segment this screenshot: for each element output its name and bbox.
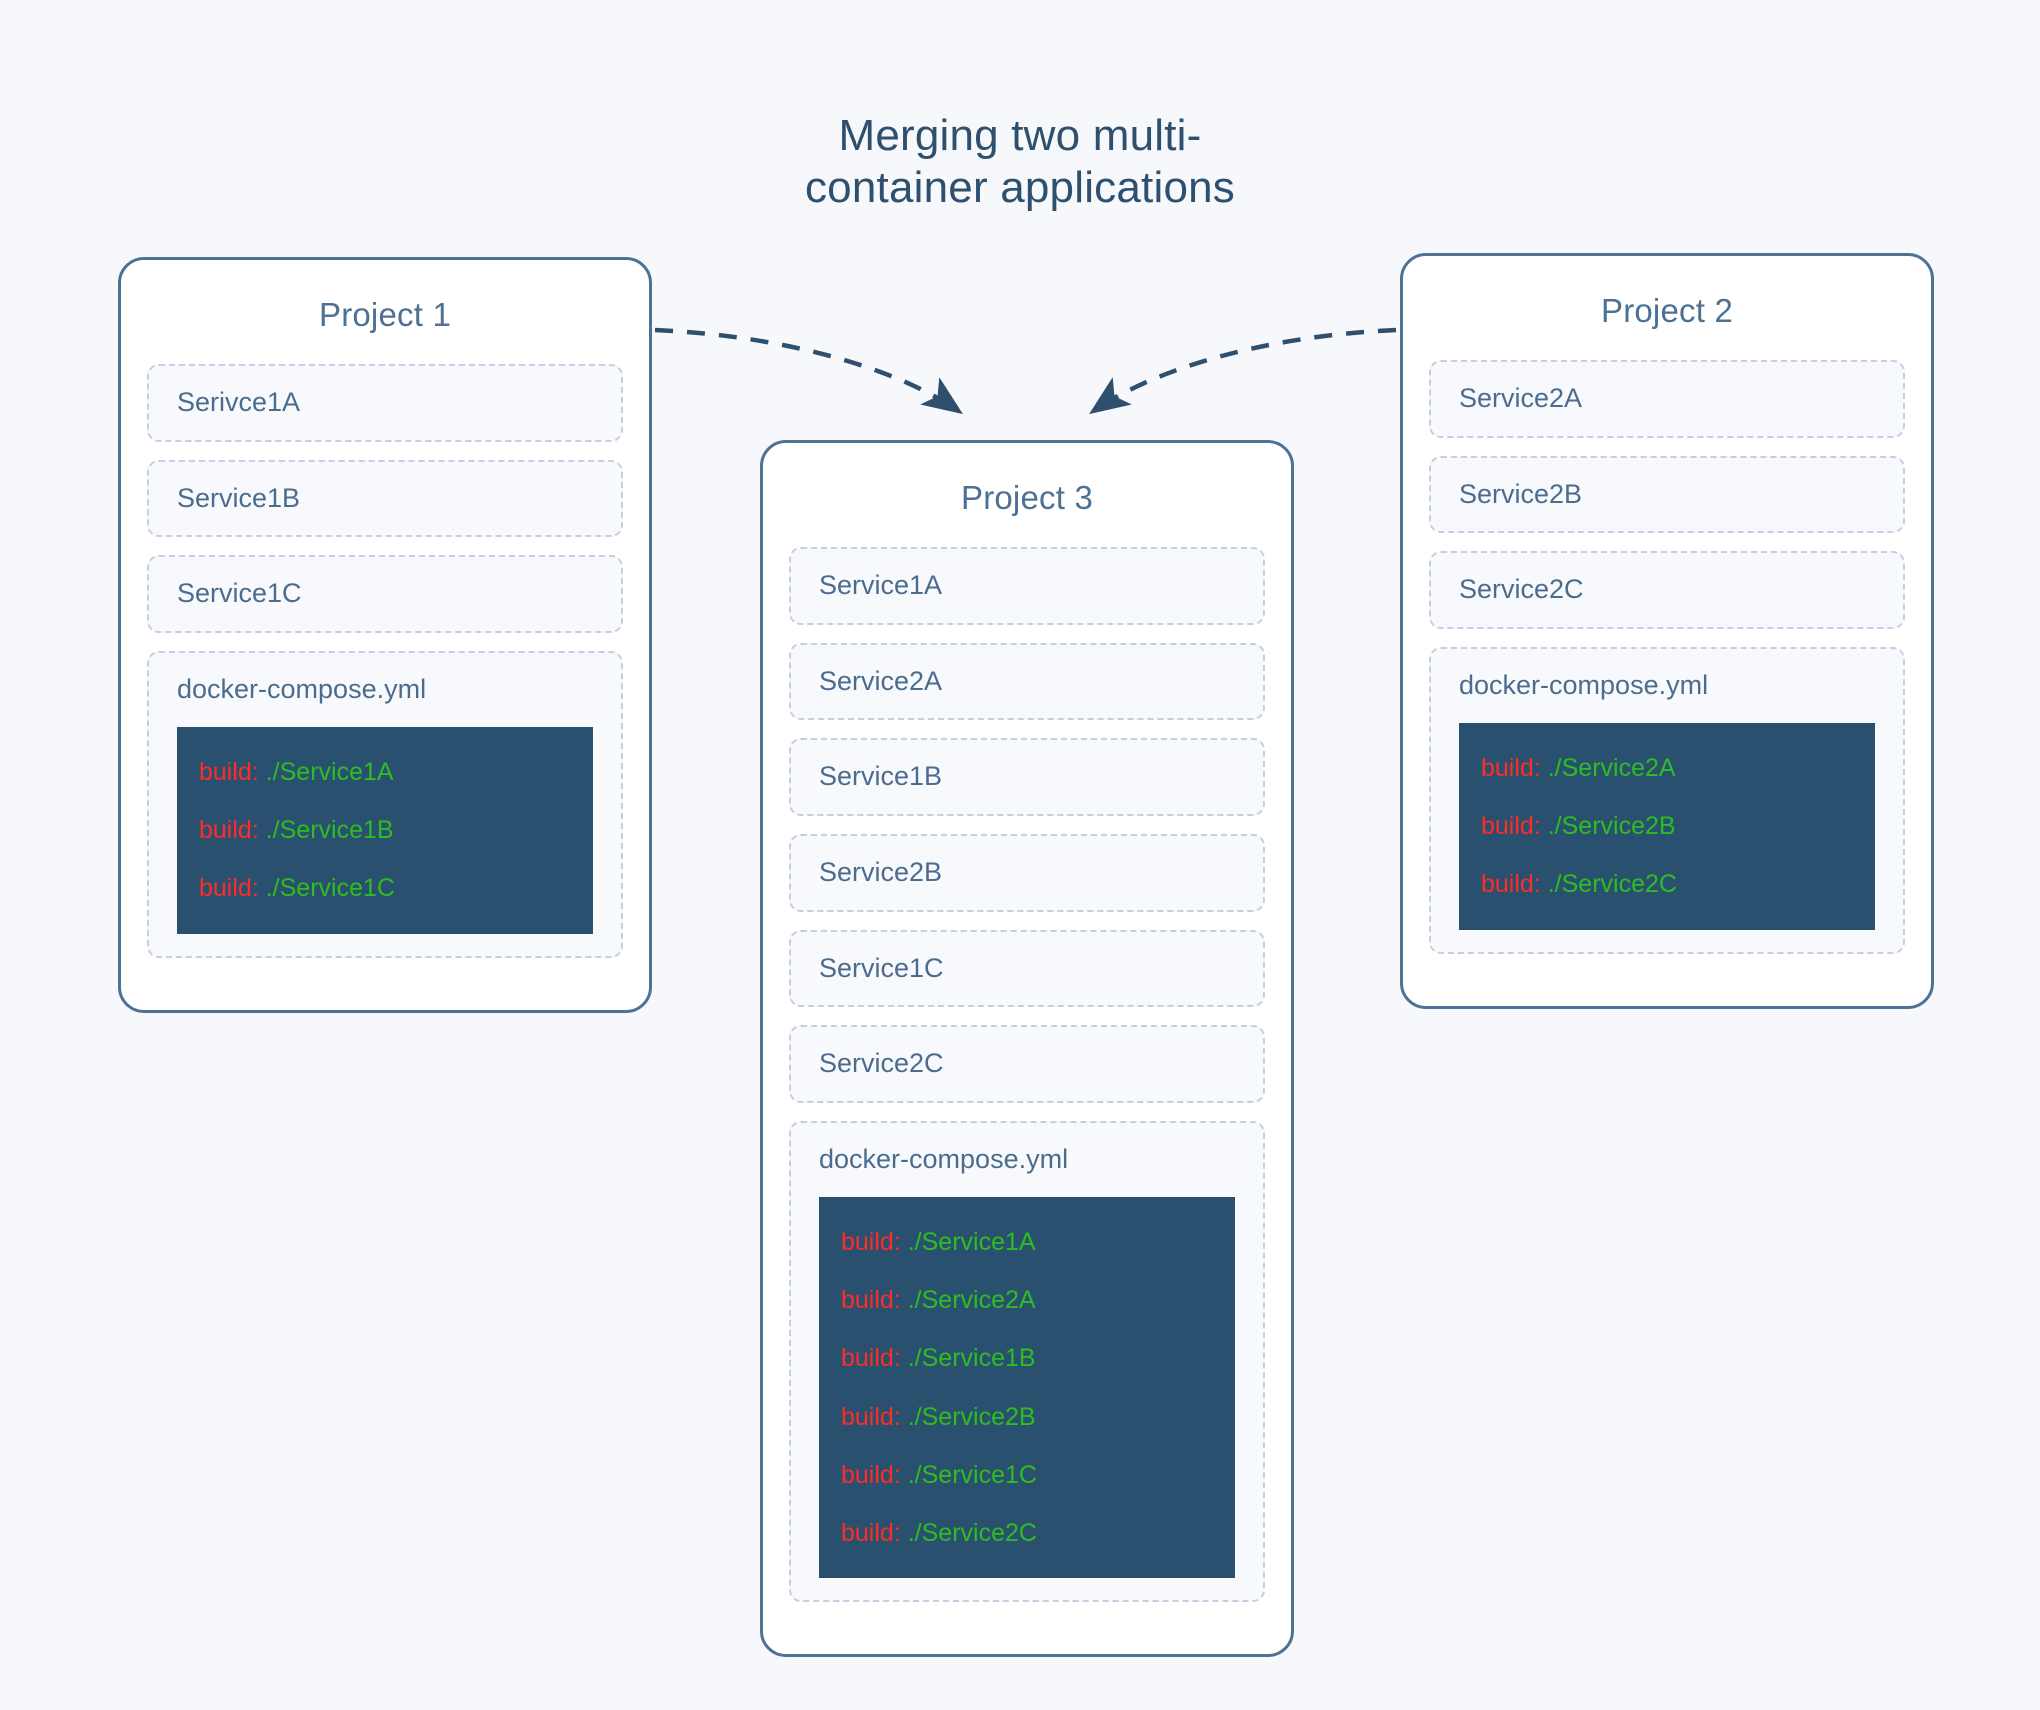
panel-project-3[interactable]: Project 3 Service1A Service2A Service1B … xyxy=(760,440,1294,1658)
service-box[interactable]: Service1B xyxy=(789,738,1265,817)
code-line: build: ./Service1A xyxy=(199,759,571,785)
page-title: Merging two multi- container application… xyxy=(710,110,1330,214)
code-key: build: xyxy=(841,1286,901,1315)
code-line: build: ./Service2B xyxy=(1481,813,1853,839)
service-label: Service2B xyxy=(1459,478,1583,509)
panel-title-project-3: Project 3 xyxy=(960,479,1094,516)
compose-file-box[interactable]: docker-compose.yml build: ./Service1A bu… xyxy=(789,1121,1265,1603)
code-value: ./Service2B xyxy=(907,1402,1036,1431)
compose-code-block: build: ./Service1A build: ./Service1B bu… xyxy=(177,726,593,934)
code-value: ./Service1A xyxy=(907,1227,1036,1256)
service-label: Service1B xyxy=(819,761,943,792)
code-value: ./Service1C xyxy=(265,874,395,903)
service-box[interactable]: Service2C xyxy=(1429,551,1905,630)
code-key: build: xyxy=(1481,812,1541,840)
panel-project-1[interactable]: Project 1 Serivce1A Service1B Service1C … xyxy=(118,257,652,1013)
code-line: build: ./Service1C xyxy=(841,1462,1213,1488)
code-key: build: xyxy=(199,874,259,903)
code-value: ./Service2A xyxy=(907,1286,1036,1315)
service-box[interactable]: Service2C xyxy=(789,1025,1265,1104)
code-key: build: xyxy=(199,757,259,786)
compose-file-name: docker-compose.yml xyxy=(177,674,427,705)
service-box[interactable]: Service1C xyxy=(789,929,1265,1008)
code-value: ./Service2C xyxy=(1547,870,1677,899)
compose-code-block: build: ./Service2A build: ./Service2B bu… xyxy=(1459,722,1875,930)
panel-title-project-1: Project 1 xyxy=(318,296,452,333)
service-label: Service1B xyxy=(177,482,301,513)
code-key: build: xyxy=(841,1460,901,1489)
code-value: ./Service1C xyxy=(907,1460,1037,1489)
service-box[interactable]: Service1B xyxy=(147,459,623,538)
compose-file-box[interactable]: docker-compose.yml build: ./Service2A bu… xyxy=(1429,647,1905,954)
service-box[interactable]: Service2B xyxy=(1429,455,1905,534)
service-label: Service2C xyxy=(819,1048,944,1079)
code-line: build: ./Service1C xyxy=(199,875,571,901)
service-label: Service1C xyxy=(177,578,302,609)
code-value: ./Service1B xyxy=(907,1344,1036,1373)
code-key: build: xyxy=(841,1344,901,1373)
panel-title-project-2: Project 2 xyxy=(1600,292,1734,329)
compose-file-box[interactable]: docker-compose.yml build: ./Service1A bu… xyxy=(147,651,623,958)
code-key: build: xyxy=(841,1519,901,1548)
code-line: build: ./Service2C xyxy=(841,1520,1213,1546)
service-label: Service1A xyxy=(819,570,943,600)
code-line: build: ./Service2A xyxy=(1481,755,1853,781)
code-key: build: xyxy=(199,816,259,844)
service-box[interactable]: Service2A xyxy=(1429,360,1905,438)
service-label: Service1C xyxy=(819,952,944,983)
service-box[interactable]: Serivce1A xyxy=(147,364,623,442)
code-line: build: ./Service2C xyxy=(1481,871,1853,897)
code-value: ./Service2B xyxy=(1547,812,1676,840)
code-line: build: ./Service1B xyxy=(199,817,571,843)
code-value: ./Service2A xyxy=(1547,753,1676,782)
service-label: Service2C xyxy=(1459,574,1584,605)
code-key: build: xyxy=(1481,753,1541,782)
code-key: build: xyxy=(841,1402,901,1431)
compose-code-block: build: ./Service1A build: ./Service2A bu… xyxy=(819,1196,1235,1579)
compose-file-name: docker-compose.yml xyxy=(819,1144,1069,1175)
code-key: build: xyxy=(1481,870,1541,899)
code-line: build: ./Service1B xyxy=(841,1345,1213,1371)
service-box[interactable]: Service2A xyxy=(789,642,1265,721)
arrow-project1-to-project3 xyxy=(654,327,963,415)
service-box[interactable]: Service1C xyxy=(147,555,623,634)
code-value: ./Service2C xyxy=(907,1519,1037,1548)
panel-project-2[interactable]: Project 2 Service2A Service2B Service2C … xyxy=(1400,253,1934,1009)
code-value: ./Service1A xyxy=(265,757,394,786)
service-label: Service2B xyxy=(819,857,943,888)
service-box[interactable]: Service1A xyxy=(789,547,1265,625)
page-title-line-1: Merging two multi- xyxy=(838,111,1202,160)
code-key: build: xyxy=(841,1227,901,1256)
service-label: Serivce1A xyxy=(177,387,301,417)
service-label: Service2A xyxy=(819,665,943,696)
page-title-line-2: container applications xyxy=(804,162,1235,212)
code-value: ./Service1B xyxy=(265,816,394,844)
service-label: Service2A xyxy=(1459,383,1583,413)
code-line: build: ./Service1A xyxy=(841,1229,1213,1255)
code-line: build: ./Service2B xyxy=(841,1402,1213,1431)
code-line: build: ./Service2A xyxy=(841,1287,1213,1313)
compose-file-name: docker-compose.yml xyxy=(1459,670,1709,701)
service-box[interactable]: Service2B xyxy=(789,834,1265,912)
arrow-project2-to-project3 xyxy=(1089,327,1397,415)
